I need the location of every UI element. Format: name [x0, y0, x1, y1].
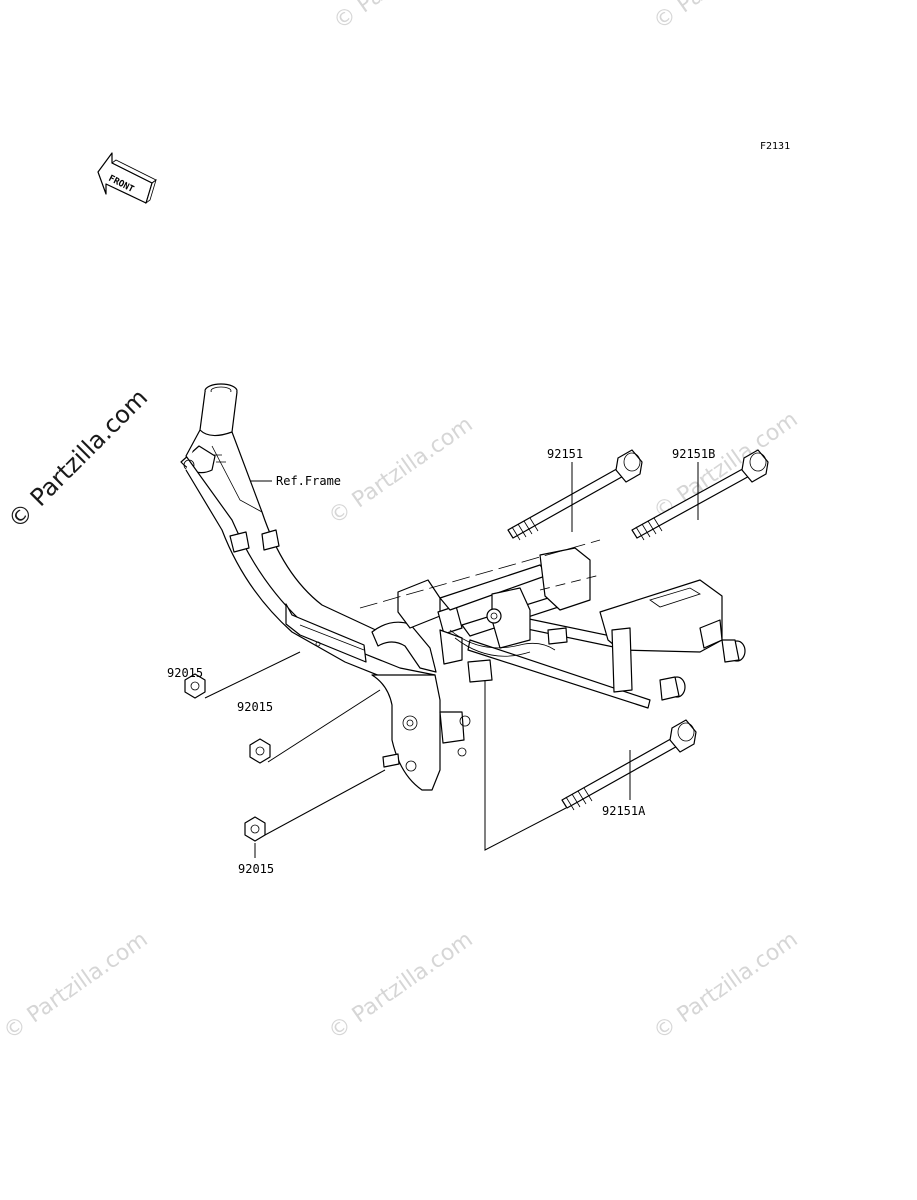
callout-92015-upper: 92015 — [167, 666, 203, 680]
frame-assembly — [180, 383, 746, 791]
watermark-main: © Partzilla.com — [2, 383, 153, 534]
bolt-92151[interactable] — [507, 449, 643, 541]
watermark-text: © Partzilla.com — [324, 412, 477, 530]
watermark-text: © Partzilla.com — [324, 927, 477, 1045]
nut-92015-upper[interactable] — [184, 673, 206, 699]
figure-code: F2131 — [760, 141, 790, 152]
nut-92015-lower[interactable] — [244, 816, 266, 842]
watermark-layer: © Partzilla.com © Partzilla.com © Partzi… — [0, 0, 803, 1045]
watermark-text: © Partzilla.com — [0, 927, 153, 1045]
leader-lines — [204, 462, 699, 858]
callout-92151a: 92151A — [602, 804, 646, 818]
front-arrow-icon: FRONT — [97, 152, 157, 205]
watermark-text: © Partzilla.com — [649, 927, 802, 1045]
callout-92151: 92151 — [547, 447, 583, 461]
bolt-92151a[interactable] — [561, 719, 697, 811]
callout-92015-lower: 92015 — [238, 862, 274, 876]
nut-92015-middle[interactable] — [249, 738, 271, 764]
callout-92151b: 92151B — [672, 447, 715, 461]
bolt-92151b[interactable] — [631, 449, 769, 541]
ref-frame-label: Ref.Frame — [276, 474, 341, 488]
watermark-text: © Partzilla.com — [649, 0, 802, 35]
callout-92015-middle: 92015 — [237, 700, 273, 714]
watermark-text: © Partzilla.com — [329, 0, 482, 35]
